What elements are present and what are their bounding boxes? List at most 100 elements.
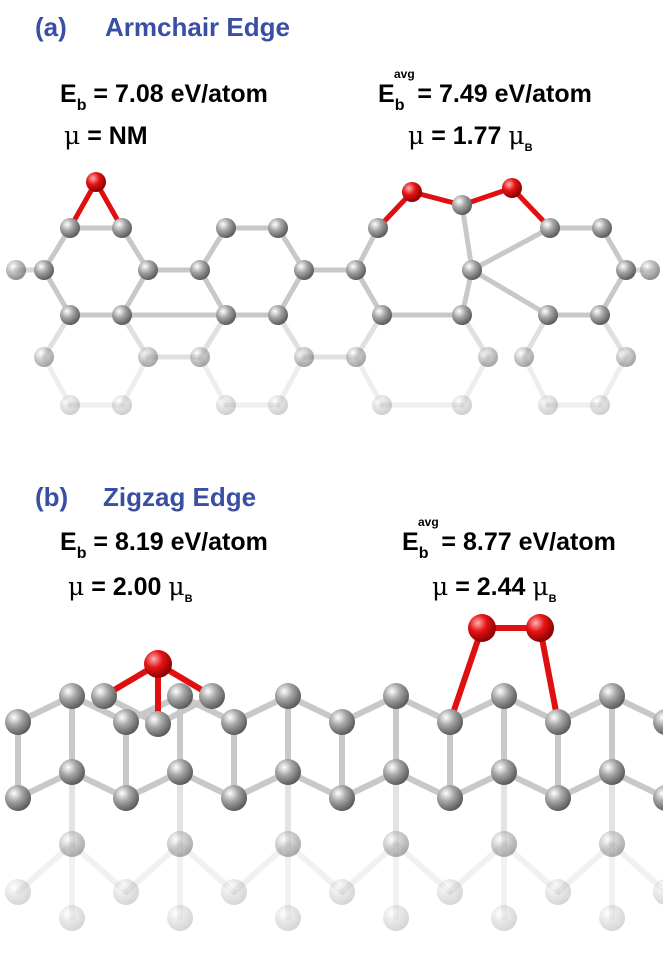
carbon-atom: [368, 218, 388, 238]
bond: [469, 225, 553, 273]
bond: [537, 625, 561, 725]
carbon-atom: [653, 879, 663, 905]
carbon-atom: [138, 260, 158, 280]
carbon-atom: [221, 879, 247, 905]
carbon-atom: [5, 709, 31, 735]
carbon-atom: [592, 218, 612, 238]
carbon-atom: [616, 260, 636, 280]
bond: [447, 625, 485, 725]
carbon-atom: [268, 218, 288, 238]
carbon-atom: [268, 305, 288, 325]
carbon-atom: [145, 711, 171, 737]
carbon-atom: [112, 395, 132, 415]
bond: [459, 202, 475, 273]
carbon-atom: [275, 831, 301, 857]
carbon-atom: [216, 395, 236, 415]
carbon-atom: [599, 905, 625, 931]
carbon-atom: [653, 785, 663, 811]
carbon-atom: [294, 347, 314, 367]
carbon-atom: [372, 305, 392, 325]
carbon-atom: [329, 709, 355, 735]
carbon-atom: [452, 305, 472, 325]
carbon-atom: [91, 683, 117, 709]
carbon-atom: [60, 395, 80, 415]
carbon-atom: [275, 683, 301, 709]
oxygen-atom: [402, 182, 422, 202]
carbon-atom: [5, 785, 31, 811]
carbon-atom: [491, 831, 517, 857]
oxygen-atom: [526, 614, 554, 642]
carbon-atom: [60, 305, 80, 325]
carbon-atom: [221, 785, 247, 811]
carbon-atom: [491, 759, 517, 785]
carbon-atom: [452, 395, 472, 415]
panel-a-letter: (a): [35, 12, 67, 42]
panel-a-left-magnetic-moment: μ = NM: [64, 121, 148, 150]
carbon-atom: [545, 709, 571, 735]
carbon-atom: [329, 879, 355, 905]
carbon-atom: [491, 683, 517, 709]
carbon-atom: [5, 879, 31, 905]
carbon-atom: [275, 759, 301, 785]
carbon-atom: [514, 347, 534, 367]
oxygen-atom: [144, 650, 172, 678]
zigzag-edge-structure: [5, 614, 663, 931]
carbon-atom: [346, 260, 366, 280]
carbon-atom: [138, 347, 158, 367]
carbon-atom: [478, 347, 498, 367]
carbon-atom: [34, 260, 54, 280]
panel-b-right-magnetic-moment: μ = 2.44 μB: [432, 572, 557, 605]
carbon-atom: [540, 218, 560, 238]
carbon-atom: [268, 395, 288, 415]
carbon-atom: [346, 347, 366, 367]
carbon-atom: [462, 260, 482, 280]
panel-b-left-binding-energy: Eb = 8.19 eV/atom: [60, 528, 268, 562]
carbon-atom: [199, 683, 225, 709]
oxygen-atom: [86, 172, 106, 192]
carbon-atom: [491, 905, 517, 931]
carbon-atom: [383, 759, 409, 785]
carbon-atom: [221, 709, 247, 735]
carbon-atom: [599, 831, 625, 857]
carbon-atom: [59, 759, 85, 785]
panel-b-right-binding-energy: Eb avg = 8.77 eV/atom: [402, 515, 616, 562]
carbon-atom: [599, 683, 625, 709]
carbon-atom: [113, 785, 139, 811]
oxygen-atom: [502, 178, 522, 198]
carbon-atom: [590, 305, 610, 325]
bond: [469, 267, 551, 318]
carbon-atom: [113, 879, 139, 905]
carbon-atom: [616, 347, 636, 367]
carbon-atom: [545, 785, 571, 811]
carbon-atom: [190, 347, 210, 367]
carbon-atom: [275, 905, 301, 931]
carbon-atom: [538, 305, 558, 325]
panel-a-right-binding-energy: Eb avg = 7.49 eV/atom: [378, 67, 592, 114]
carbon-atom: [167, 831, 193, 857]
carbon-atom: [59, 905, 85, 931]
panel-b-left-magnetic-moment: μ = 2.00 μB: [68, 572, 193, 605]
carbon-atom: [590, 395, 610, 415]
carbon-atom: [190, 260, 210, 280]
carbon-atom: [452, 195, 472, 215]
carbon-atom: [112, 218, 132, 238]
carbon-atom: [113, 709, 139, 735]
carbon-atom: [216, 305, 236, 325]
carbon-atom: [599, 759, 625, 785]
oxygen-atom: [468, 614, 496, 642]
carbon-atom: [59, 831, 85, 857]
carbon-atom: [167, 905, 193, 931]
carbon-atom: [60, 218, 80, 238]
carbon-atom: [437, 785, 463, 811]
carbon-atom: [112, 305, 132, 325]
armchair-edge-structure: [6, 172, 660, 415]
carbon-atom: [383, 905, 409, 931]
carbon-atom: [372, 395, 392, 415]
panel-a-left-binding-energy: Eb = 7.08 eV/atom: [60, 80, 268, 114]
carbon-atom: [294, 260, 314, 280]
carbon-atom: [437, 709, 463, 735]
carbon-atom: [167, 683, 193, 709]
carbon-atom: [545, 879, 571, 905]
carbon-atom: [437, 879, 463, 905]
carbon-atom: [538, 395, 558, 415]
